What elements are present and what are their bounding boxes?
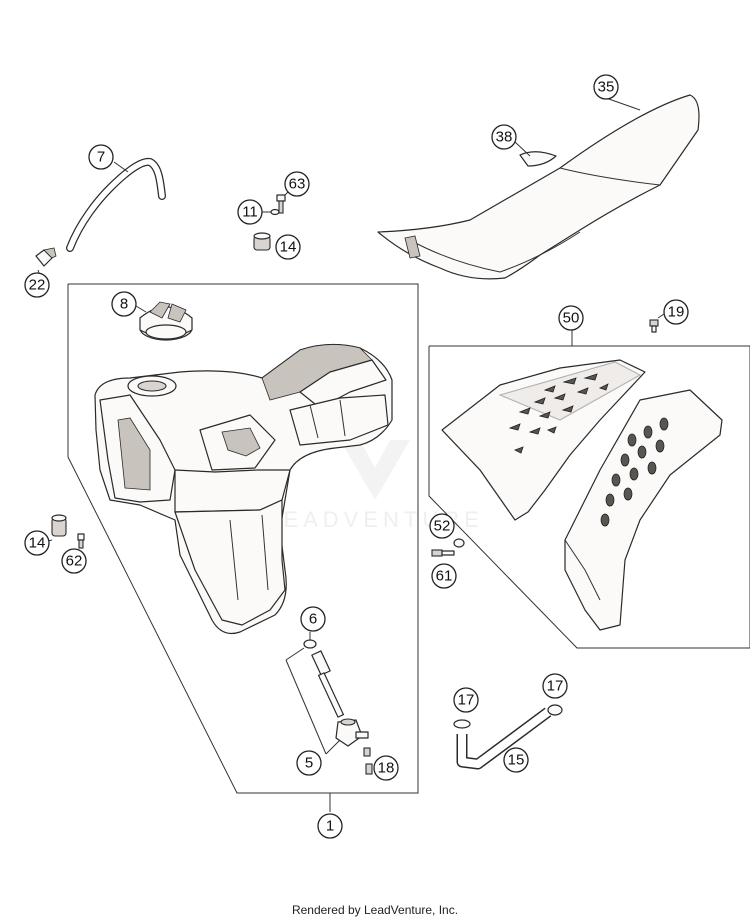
callout-6: 6 (300, 606, 326, 632)
callout-7: 7 (88, 144, 114, 170)
callout-62: 62 (61, 548, 87, 574)
callout-14-top: 14 (275, 234, 301, 260)
leader-38 (514, 141, 531, 157)
leader-8 (135, 305, 147, 313)
callout-5: 5 (296, 750, 322, 776)
svg-text:7: 7 (97, 149, 105, 166)
callout-38: 38 (491, 124, 517, 150)
svg-text:35: 35 (598, 79, 615, 96)
hose-clamp-17-left (453, 719, 471, 729)
screw-62 (77, 533, 85, 549)
callout-35: 35 (593, 74, 619, 100)
callout-8: 8 (111, 291, 137, 317)
svg-text:15: 15 (508, 752, 525, 769)
leader-6-group (285, 647, 305, 661)
callout-14-left: 14 (24, 530, 50, 556)
callout-15: 15 (503, 747, 529, 773)
leader-7 (113, 161, 129, 173)
radiator-shroud-right (564, 389, 723, 631)
shroud-group-frame (428, 345, 750, 649)
screw-19 (649, 319, 659, 333)
svg-text:17: 17 (547, 678, 564, 695)
leader-6-group-b (285, 659, 327, 755)
fuel-tank (94, 343, 393, 635)
svg-text:1: 1 (326, 818, 334, 835)
svg-text:17: 17 (458, 692, 475, 709)
svg-text:6: 6 (309, 611, 317, 628)
bolt-61 (431, 549, 455, 557)
footer-credit: Rendered by LeadVenture, Inc. (291, 903, 459, 917)
svg-text:62: 62 (66, 553, 83, 570)
svg-text:61: 61 (436, 568, 453, 585)
radiator-shroud-left (441, 359, 646, 521)
fuel-tap (311, 650, 369, 747)
svg-text:14: 14 (280, 239, 297, 256)
svg-text:8: 8 (120, 296, 128, 313)
washer-52 (453, 538, 465, 548)
callout-63: 63 (284, 171, 310, 197)
callout-22: 22 (24, 272, 50, 298)
fuel-hose (66, 157, 166, 252)
leader-5 (325, 739, 341, 755)
svg-text:14: 14 (29, 535, 46, 552)
breather-hose (456, 707, 552, 770)
svg-text:18: 18 (378, 760, 395, 777)
fuel-cap (139, 301, 193, 341)
leader-35 (605, 97, 641, 111)
callout-19: 19 (663, 299, 689, 325)
o-ring-6 (303, 639, 317, 649)
callout-61: 61 (431, 563, 457, 589)
svg-text:22: 22 (29, 277, 46, 294)
callout-50: 50 (558, 305, 584, 331)
svg-text:63: 63 (289, 176, 306, 193)
svg-text:50: 50 (563, 310, 580, 327)
callout-11: 11 (237, 199, 263, 225)
screw-63 (276, 194, 286, 214)
leader-19 (657, 313, 665, 319)
callout-17-right: 17 (542, 673, 568, 699)
svg-text:38: 38 (496, 129, 513, 146)
rubber-bushing-14-left (51, 514, 67, 537)
screw-18 (363, 747, 373, 775)
hose-clamp-17-right (547, 704, 563, 716)
svg-text:52: 52 (434, 518, 451, 535)
hose-elbow-fitting (35, 247, 57, 267)
svg-text:5: 5 (305, 755, 313, 772)
callout-1: 1 (317, 813, 343, 839)
svg-text:11: 11 (242, 204, 258, 221)
svg-text:19: 19 (668, 304, 685, 321)
seat (377, 94, 700, 280)
tank-group-frame (67, 283, 419, 794)
washer-11 (270, 208, 280, 216)
callout-52: 52 (429, 513, 455, 539)
rubber-bushing-14-top (253, 232, 271, 251)
callout-17-left: 17 (453, 687, 479, 713)
callout-18: 18 (373, 755, 399, 781)
